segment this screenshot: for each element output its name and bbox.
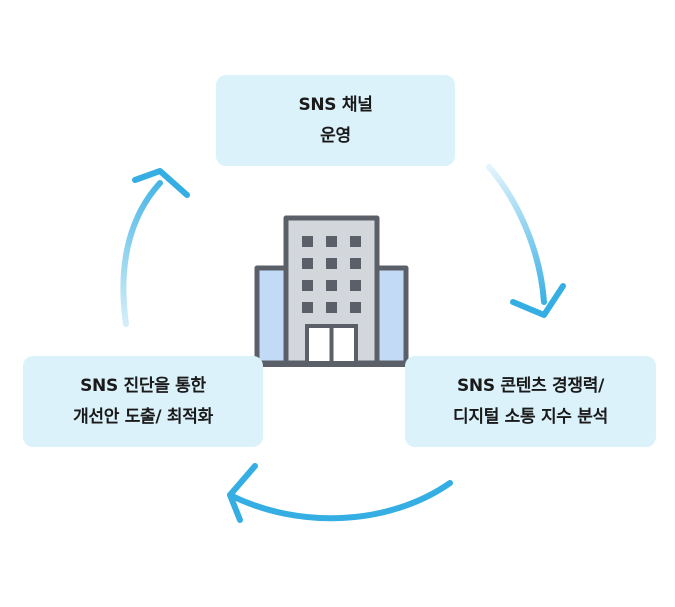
arrow-left-to-top bbox=[120, 168, 190, 327]
step-box-content-analysis: SNS 콘텐츠 경쟁력/ 디지털 소통 지수 분석 bbox=[405, 356, 656, 447]
building-windows bbox=[302, 236, 361, 313]
step-box-optimization: SNS 진단을 통한 개선안 도출/ 최적화 bbox=[23, 356, 263, 447]
step-label-line2: 운영 bbox=[320, 125, 351, 146]
arrow-right-to-left bbox=[227, 463, 453, 523]
step-label-line2: 디지털 소통 지수 분석 bbox=[453, 406, 608, 427]
step-label-line1: SNS 진단을 통한 bbox=[80, 375, 206, 396]
step-label-line1: SNS 채널 bbox=[298, 94, 373, 115]
arrow-top-to-right bbox=[486, 164, 566, 318]
step-label-line1: SNS 콘텐츠 경쟁력/ bbox=[456, 375, 604, 396]
step-box-sns-channel: SNS 채널 운영 bbox=[216, 75, 455, 166]
step-label-line2: 개선안 도출/ 최적화 bbox=[73, 406, 213, 427]
